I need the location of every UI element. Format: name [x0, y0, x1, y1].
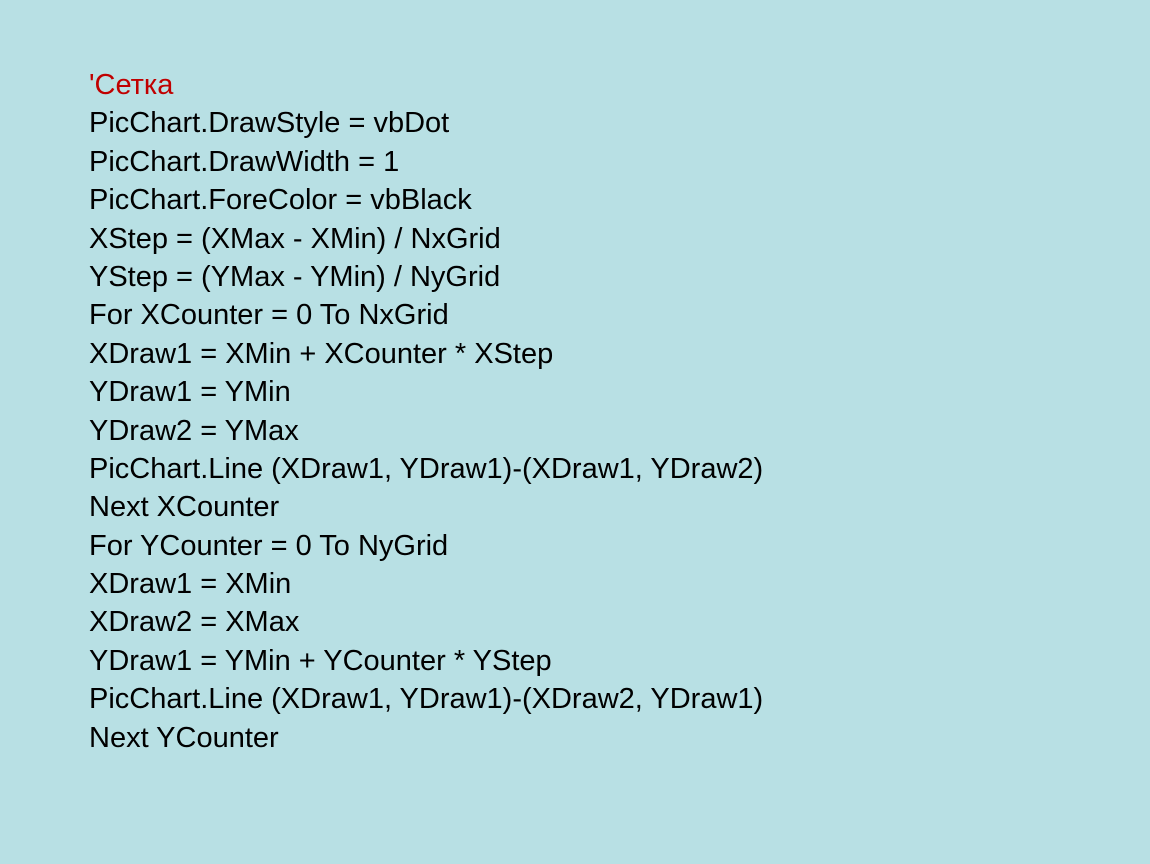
code-line: YDraw1 = YMin + YCounter * YStep: [89, 644, 552, 677]
code-line: XDraw1 = XMin: [89, 568, 292, 601]
code-line: For YCounter = 0 To NyGrid: [89, 529, 449, 562]
code-line: PicChart.Line (XDraw1, YDraw1)-(XDraw1, …: [89, 452, 764, 485]
code-line: XStep = (XMax - XMin) / NxGrid: [89, 222, 501, 255]
code-listing: 'Сетка PicChart.DrawStyle = vbDot PicCha…: [89, 66, 763, 757]
code-line: Next YCounter: [89, 721, 279, 754]
code-line: XDraw1 = XMin + XCounter * XStep: [89, 337, 554, 370]
code-line: YStep = (YMax - YMin) / NyGrid: [89, 260, 501, 293]
code-line: PicChart.DrawWidth = 1: [89, 145, 400, 178]
code-line: XDraw2 = XMax: [89, 606, 300, 639]
code-line: YDraw1 = YMin: [89, 376, 291, 409]
code-line: PicChart.DrawStyle = vbDot: [89, 107, 450, 140]
code-line: PicChart.ForeColor = vbBlack: [89, 184, 472, 217]
code-line: YDraw2 = YMax: [89, 414, 299, 447]
code-comment: 'Сетка: [89, 69, 174, 101]
code-line: Next XCounter: [89, 491, 280, 524]
code-line: For XCounter = 0 To NxGrid: [89, 299, 449, 332]
code-line: PicChart.Line (XDraw1, YDraw1)-(XDraw2, …: [89, 683, 764, 716]
